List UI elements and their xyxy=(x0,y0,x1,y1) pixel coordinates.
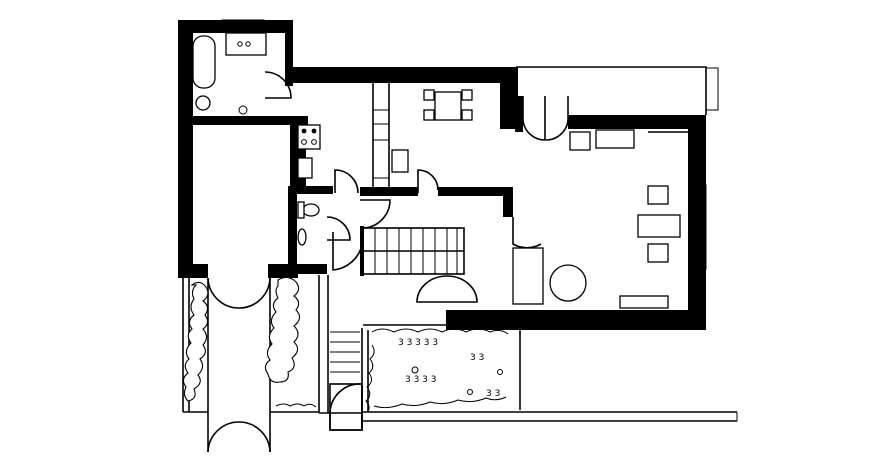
outlines xyxy=(182,19,738,452)
coffee-table-icon xyxy=(637,214,681,238)
sideboard-icon xyxy=(619,295,669,309)
terrace-door-jamb xyxy=(515,96,523,132)
kitchen-unit xyxy=(391,149,409,173)
cistern-icon xyxy=(297,201,305,219)
garden-planting xyxy=(371,328,509,335)
garage-door-right xyxy=(238,277,271,309)
toilet-icon xyxy=(302,203,320,217)
hedge-icon xyxy=(182,281,209,402)
sofa-icon xyxy=(512,247,544,305)
west-wall xyxy=(178,20,193,278)
dining-window xyxy=(424,67,486,77)
front-door xyxy=(416,275,478,303)
garden-planting xyxy=(365,344,375,412)
living-north-wall xyxy=(568,115,706,129)
court-planting xyxy=(275,403,317,408)
stove-icon xyxy=(297,124,321,150)
armchair-icon xyxy=(647,243,669,263)
garage-south-pier-w xyxy=(178,264,208,278)
round-table-icon xyxy=(549,264,587,302)
plant-pot-icon xyxy=(497,369,503,375)
wc-bottom-wall xyxy=(297,264,327,274)
chair-icon xyxy=(423,89,435,101)
sink-icon xyxy=(297,157,313,179)
planting-mark: 3 3 3 3 xyxy=(405,375,437,385)
hall-west-door xyxy=(332,232,363,271)
hall-upper-door xyxy=(360,199,391,229)
planting-mark: 3 3 3 3 3 xyxy=(398,338,438,348)
stair-stringer xyxy=(360,226,364,276)
gate-door-left xyxy=(207,421,240,453)
chair-icon xyxy=(461,109,473,121)
living xyxy=(512,129,688,309)
armchair-icon xyxy=(647,185,669,205)
tap-icon xyxy=(237,41,243,47)
plant-pot-icon xyxy=(467,389,473,395)
staircase-icon xyxy=(360,226,465,276)
burner-icon xyxy=(301,128,307,134)
dining-table-icon xyxy=(434,91,462,121)
armchair-icon xyxy=(569,131,591,151)
wc-door xyxy=(326,216,351,241)
drain-icon xyxy=(238,105,248,115)
wc-top-wall xyxy=(295,186,333,194)
living-door xyxy=(512,217,542,249)
bathroom-window xyxy=(221,19,265,28)
kitchen-cabinet-1 xyxy=(372,109,390,125)
south-wall xyxy=(446,310,706,330)
hall-south-window xyxy=(467,311,507,320)
bathroom-door xyxy=(264,71,292,99)
north-wall xyxy=(285,67,515,83)
chair-icon xyxy=(461,89,473,101)
garage-north-wall xyxy=(178,116,308,125)
terrace-screen xyxy=(705,67,719,111)
burner-icon xyxy=(301,139,307,145)
basin-icon xyxy=(297,228,307,246)
plant-pot-icon xyxy=(411,366,419,374)
living-north-pier xyxy=(500,67,518,129)
hedges: 3 3 3 3 3 3 3 3 3 3 3 3 3 xyxy=(182,276,509,412)
bathroom-east-wall xyxy=(285,20,293,86)
tap-icon xyxy=(245,41,251,47)
garden-planting xyxy=(373,396,507,409)
cabinet-icon xyxy=(595,129,635,149)
terrace-door-right xyxy=(545,96,569,141)
kitchen-door xyxy=(334,169,359,194)
hall-wall-3 xyxy=(503,187,513,217)
living-east-window xyxy=(689,184,707,270)
garage-door-left xyxy=(207,277,240,309)
bathtub-icon xyxy=(192,35,216,89)
terrace-door-left xyxy=(522,96,546,141)
gate-door-right xyxy=(238,421,271,453)
burner-icon xyxy=(311,139,317,145)
garage-east-wall xyxy=(288,186,297,276)
garage-south-pier-e xyxy=(268,264,298,278)
wc xyxy=(297,201,320,246)
hall-wall-1 xyxy=(360,187,418,196)
kitchen-cabinet-2 xyxy=(372,139,390,179)
kitchen xyxy=(297,124,409,179)
bathroom xyxy=(192,32,267,115)
hedge-icon xyxy=(264,276,301,383)
dining-door xyxy=(417,169,439,193)
kitchen-window xyxy=(319,67,373,77)
toilet-icon xyxy=(195,95,211,111)
planting-mark: 3 3 xyxy=(486,389,500,399)
living-south-window xyxy=(547,311,587,320)
hall-wall-2 xyxy=(438,187,513,196)
side-door-frame xyxy=(329,383,363,431)
side-door xyxy=(329,383,363,431)
doors xyxy=(207,71,569,453)
chair-icon xyxy=(423,109,435,121)
living-east-wall xyxy=(688,115,706,330)
dining xyxy=(423,89,473,121)
planting-mark: 3 3 xyxy=(470,353,484,363)
burner-icon xyxy=(311,128,317,134)
